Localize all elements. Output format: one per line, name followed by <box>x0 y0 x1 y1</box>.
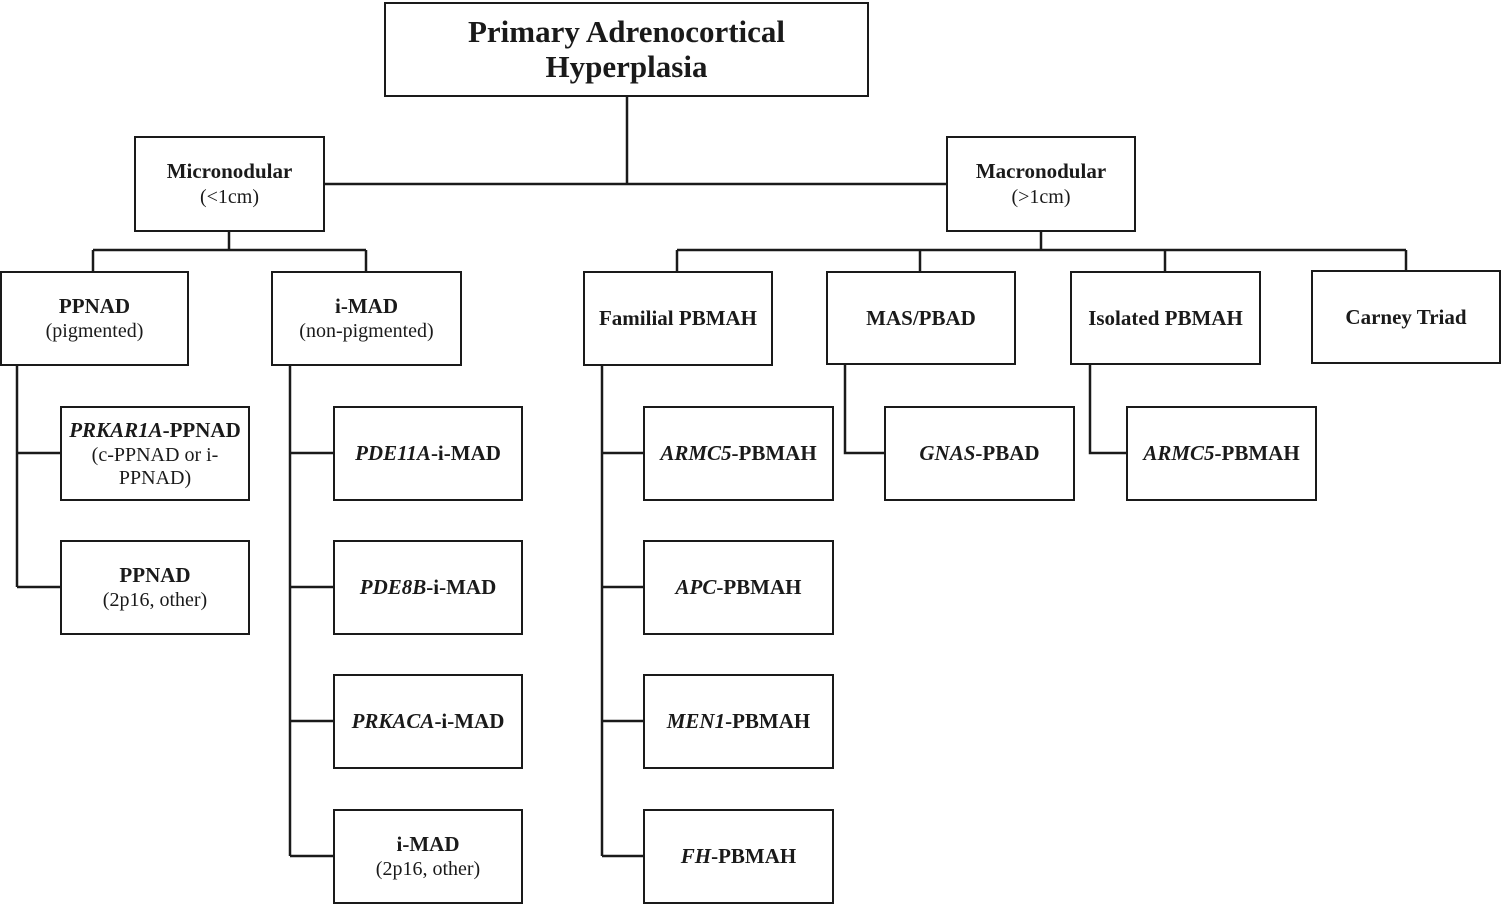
familial-pbmah-node: Familial PBMAH <box>583 271 773 366</box>
ppnad-other-node: PPNAD (2p16, other) <box>60 540 250 635</box>
pde11a-suffix: -i-MAD <box>430 441 501 466</box>
root-node: Primary Adrenocortical Hyperplasia <box>384 2 869 97</box>
armc5-isolated-gene: ARMC5 <box>1143 441 1215 466</box>
macronodular-title: Macronodular <box>975 159 1107 184</box>
macronodular-node: Macronodular (>1cm) <box>946 136 1136 232</box>
gnas-gene: GNAS <box>919 441 976 466</box>
mas-pbad-title: MAS/PBAD <box>866 305 976 330</box>
ppnad-other-subtitle: (2p16, other) <box>102 589 208 612</box>
pde8b-gene: PDE8B <box>359 575 427 600</box>
prkar1a-ppnad-node: PRKAR1A-PPNAD (c-PPNAD or i- PPNAD) <box>60 406 250 501</box>
isolated-connector <box>1088 365 1126 455</box>
armc5-familial-gene: ARMC5 <box>660 441 732 466</box>
fh-pbmah-node: FH-PBMAH <box>643 809 834 904</box>
imad-other-title: i-MAD <box>396 831 460 856</box>
imad-subtitle: (non-pigmented) <box>299 320 434 343</box>
macronodular-size: (>1cm) <box>1011 185 1071 208</box>
armc5-isolated-label: ARMC5-PBMAH <box>1143 440 1299 466</box>
carney-triad-title: Carney Triad <box>1345 304 1467 329</box>
isolated-pbmah-node: Isolated PBMAH <box>1070 271 1261 365</box>
pde8b-imad-node: PDE8B-i-MAD <box>333 540 523 635</box>
ppnad-other-title: PPNAD <box>119 562 191 587</box>
prkaca-imad-node: PRKACA-i-MAD <box>333 674 523 769</box>
men1-suffix: -PBMAH <box>725 709 811 734</box>
mas-connector <box>843 365 884 455</box>
men1-pbmah-label: MEN1-PBMAH <box>667 708 811 734</box>
armc5-isolated-node: ARMC5-PBMAH <box>1126 406 1317 501</box>
apc-pbmah-node: APC-PBMAH <box>643 540 834 635</box>
gnas-suffix: -PBAD <box>975 441 1040 466</box>
fh-pbmah-label: FH-PBMAH <box>681 843 797 869</box>
root-title-line2: Hyperplasia <box>545 48 708 84</box>
armc5-isolated-suffix: -PBMAH <box>1214 441 1300 466</box>
imad-other-subtitle: (2p16, other) <box>375 858 481 881</box>
ppnad-node: PPNAD (pigmented) <box>0 271 189 366</box>
pde11a-imad-node: PDE11A-i-MAD <box>333 406 523 501</box>
prkar1a-ppnad-label: PRKAR1A-PPNAD <box>69 417 241 443</box>
micronodular-title: Micronodular <box>166 159 293 184</box>
ppnad-subtitle: (pigmented) <box>45 320 144 343</box>
apc-pbmah-label: APC-PBMAH <box>676 574 802 600</box>
pde11a-imad-label: PDE11A-i-MAD <box>355 440 501 466</box>
prkar1a-ppnad-note-line1: (c-PPNAD or i- <box>91 443 219 466</box>
apc-gene: APC <box>675 575 717 600</box>
pde11a-gene: PDE11A <box>355 441 431 466</box>
prkaca-suffix: -i-MAD <box>434 709 505 734</box>
fh-suffix: -PBMAH <box>711 844 797 869</box>
root-title-line1: Primary Adrenocortical <box>467 14 786 50</box>
prkaca-gene: PRKACA <box>351 709 435 734</box>
prkar1a-suffix: -PPNAD <box>162 418 241 443</box>
gnas-pbad-node: GNAS-PBAD <box>884 406 1075 501</box>
men1-gene: MEN1 <box>666 709 726 734</box>
carney-triad-node: Carney Triad <box>1311 270 1501 364</box>
familial-pbmah-title: Familial PBMAH <box>598 306 758 331</box>
mas-pbad-node: MAS/PBAD <box>826 271 1016 365</box>
ppnad-title: PPNAD <box>58 293 131 318</box>
prkar1a-gene: PRKAR1A <box>69 418 163 443</box>
fh-gene: FH <box>680 844 712 869</box>
prkaca-imad-label: PRKACA-i-MAD <box>352 708 505 734</box>
imad-title: i-MAD <box>335 293 398 318</box>
prkar1a-ppnad-note-line2: PPNAD) <box>118 466 192 489</box>
pde8b-imad-label: PDE8B-i-MAD <box>360 574 497 600</box>
micronodular-size: (<1cm) <box>199 185 260 208</box>
pde8b-suffix: -i-MAD <box>426 575 497 600</box>
armc5-familial-node: ARMC5-PBMAH <box>643 406 834 501</box>
isolated-pbmah-title: Isolated PBMAH <box>1088 305 1243 330</box>
imad-node: i-MAD (non-pigmented) <box>271 271 462 366</box>
imad-other-node: i-MAD (2p16, other) <box>333 809 523 904</box>
apc-suffix: -PBMAH <box>716 575 802 600</box>
armc5-familial-suffix: -PBMAH <box>731 441 817 466</box>
gnas-pbad-label: GNAS-PBAD <box>919 440 1039 466</box>
armc5-familial-label: ARMC5-PBMAH <box>660 440 816 466</box>
micronodular-node: Micronodular (<1cm) <box>134 136 325 232</box>
men1-pbmah-node: MEN1-PBMAH <box>643 674 834 769</box>
